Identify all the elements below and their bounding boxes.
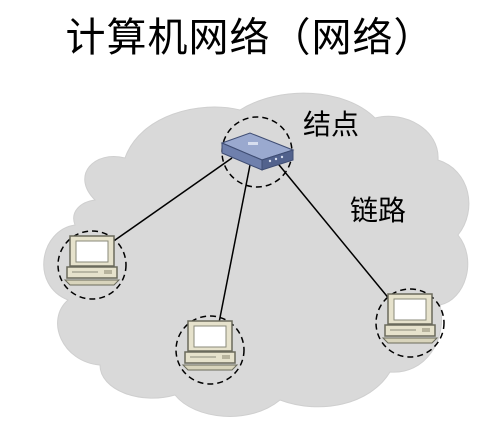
node-circle	[57, 230, 127, 300]
computer-icon	[382, 293, 438, 344]
link-line	[107, 157, 233, 246]
link-line	[215, 164, 251, 339]
node-circle	[175, 315, 245, 385]
link-line	[274, 159, 396, 307]
node-label: 结点	[303, 108, 360, 141]
router-icon	[220, 132, 295, 171]
page-title: 计算机网络（网络）	[65, 15, 435, 61]
network-cloud	[43, 92, 470, 417]
link-label: 链路	[350, 194, 407, 227]
computer-icon	[182, 320, 238, 371]
computer-icon	[64, 235, 120, 286]
network-links	[107, 157, 396, 339]
node-circle	[375, 288, 445, 358]
